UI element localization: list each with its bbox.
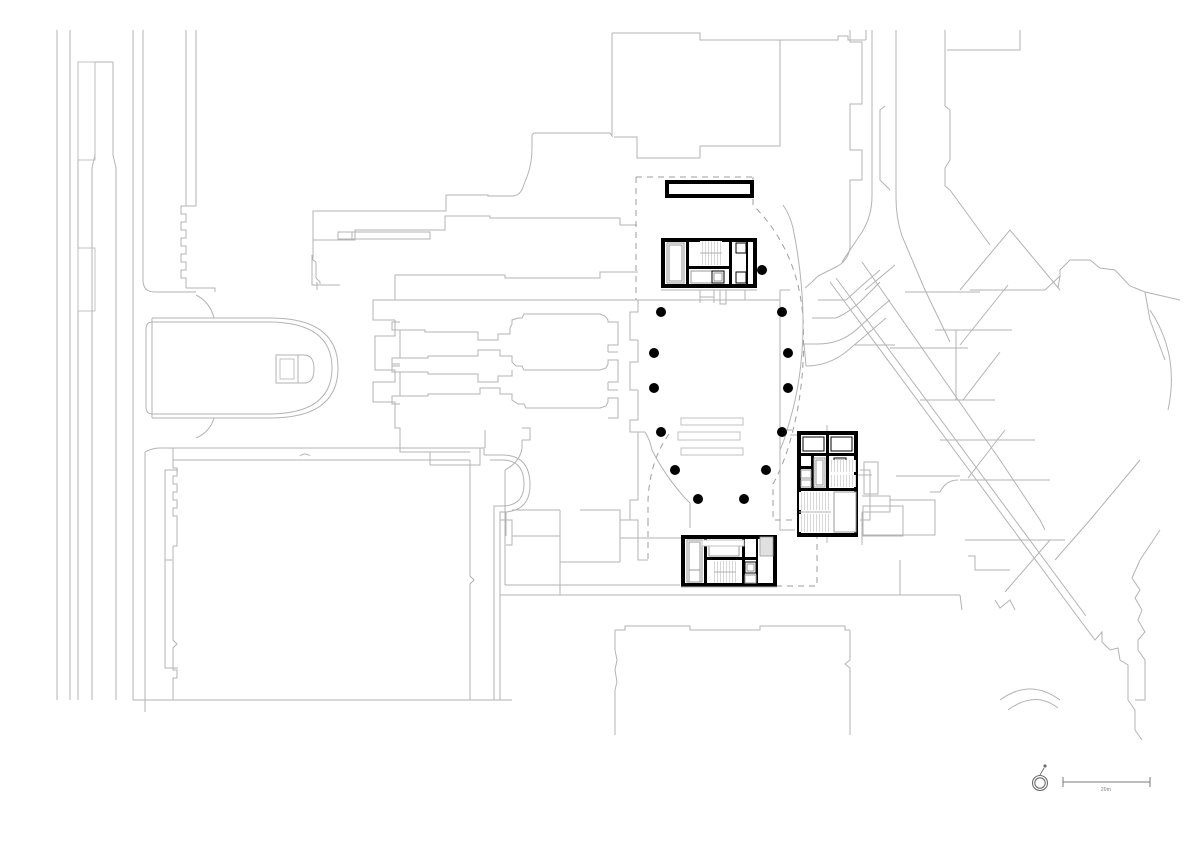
historic-apse-building [145,294,339,439]
entrance-canopy [665,180,754,198]
southwest-building-block [133,447,512,712]
east-annex-building [790,425,858,543]
southeast-rounded-building [484,454,560,700]
west-boulevard [56,30,134,700]
east-context-buildings [858,461,936,545]
column-grid [649,265,793,504]
scale-bar: 20m [1062,777,1151,793]
plaza-benches [677,417,744,456]
scale-bar-label: 20m [1101,787,1111,793]
diagonal-street-parcels [829,229,1181,741]
site-boundary-dashed [635,176,818,587]
center-south-connectors [430,427,680,595]
existing-building-block-center [372,271,640,465]
north-context-edge [780,30,867,291]
north-point [1031,764,1049,792]
west-street-edge [142,30,216,293]
east-road-network [803,30,1021,367]
north-service-core [661,238,780,305]
south-service-core [681,535,777,588]
stepped-context-walls [311,32,866,290]
